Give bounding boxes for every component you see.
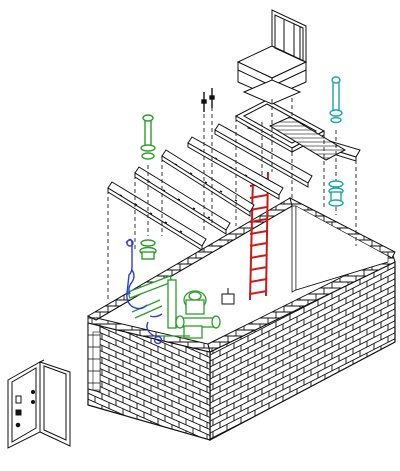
- brick-pit-walls: [86, 197, 396, 441]
- anchor-bolts: [201, 88, 215, 112]
- wall-cabinet-door: [7, 359, 71, 449]
- access-ladder: [249, 171, 269, 301]
- standpipe-cyan: [328, 76, 344, 207]
- fill-riser-pipe: [139, 114, 157, 260]
- pit-hatch-cover: [236, 9, 308, 105]
- water-meter-assembly: [127, 275, 221, 339]
- hatch-support-frame: [234, 99, 347, 161]
- meter-bracket: [221, 288, 235, 305]
- flexible-hose: [125, 238, 163, 345]
